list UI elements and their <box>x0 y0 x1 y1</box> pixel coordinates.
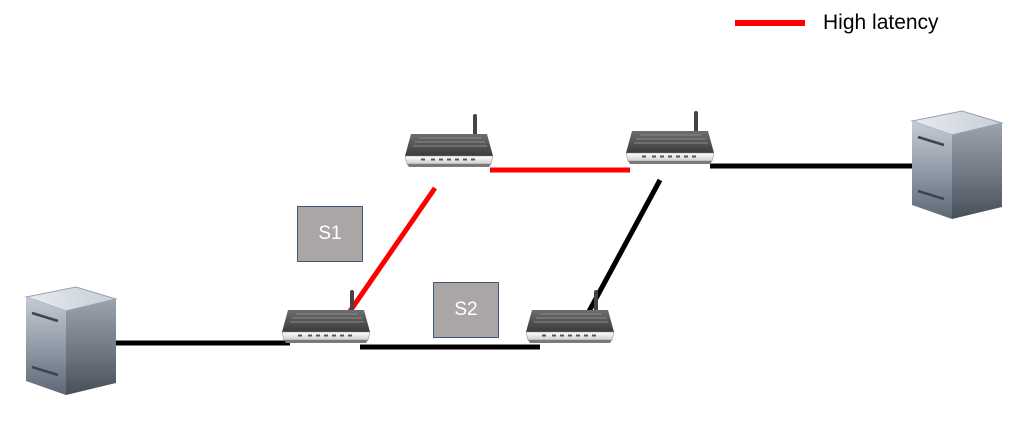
segment-label-s1: S1 <box>297 206 363 262</box>
segment-label-s2: S2 <box>433 282 499 338</box>
router-top-right-icon <box>624 111 716 166</box>
server-right-icon <box>910 109 1004 221</box>
router-bottom-right-icon <box>524 290 616 345</box>
legend-swatch-high-latency <box>735 20 805 26</box>
router-top-left-icon <box>403 114 495 169</box>
server-left-icon <box>24 285 118 397</box>
link-router-bottom-right-router-top-right <box>577 178 663 330</box>
legend-label: High latency <box>823 11 939 34</box>
legend: High latency <box>735 8 939 38</box>
